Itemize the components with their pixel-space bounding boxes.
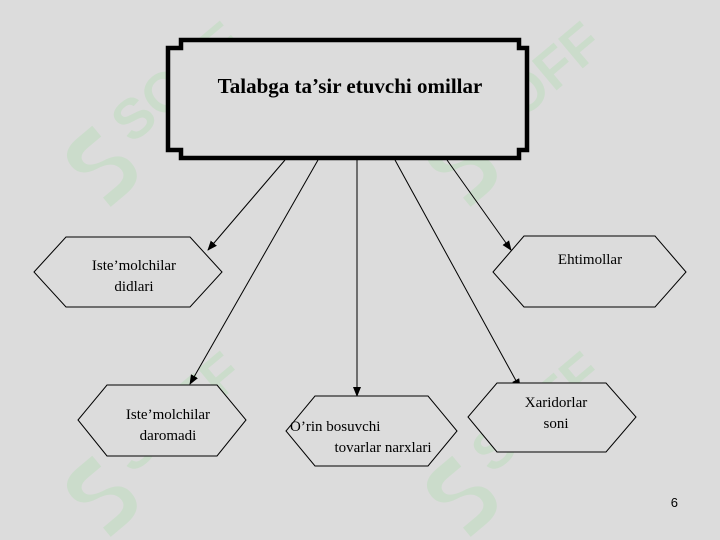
hexagon-expectations: [492, 235, 687, 308]
node-shapes: [33, 235, 687, 467]
node-line: Iste’molchilar: [125, 407, 211, 423]
node-line: O’rin bosuvchi: [290, 419, 381, 435]
node-label-income: Iste’molchilar daromadi: [78, 405, 258, 447]
node-line: didlari: [114, 279, 154, 295]
arrow-to-buyers: [394, 159, 521, 389]
node-line: daromadi: [139, 428, 197, 444]
node-label-buyers: Xaridorlar soni: [466, 393, 646, 435]
node-line: Iste’molchilar: [91, 258, 177, 274]
node-label-preferences: Iste’molchilar didlari: [46, 256, 222, 298]
arrow-to-expectations: [446, 159, 512, 251]
node-line: Ehtimollar: [557, 252, 623, 268]
hexagon-preferences: [33, 236, 223, 308]
node-line: tovarlar narxlari: [334, 440, 432, 456]
node-label-expectations: Ehtimollar: [500, 250, 680, 271]
node-line: soni: [543, 416, 569, 432]
node-line: Xaridorlar: [524, 395, 588, 411]
arrow-to-income: [189, 159, 319, 385]
hexagon-buyers: [467, 382, 637, 453]
page-number: 6: [670, 495, 678, 510]
hexagon-substitutes: [285, 395, 458, 467]
connector-arrows: [189, 159, 521, 397]
hexagon-income: [77, 384, 247, 457]
diagram-title: Talabga ta’sir etuvchi omillar: [217, 74, 483, 98]
node-label-substitutes: O’rin bosuvchi tovarlar narxlari: [278, 417, 464, 459]
arrow-to-preferences: [207, 159, 286, 251]
title-frame: [165, 37, 530, 161]
